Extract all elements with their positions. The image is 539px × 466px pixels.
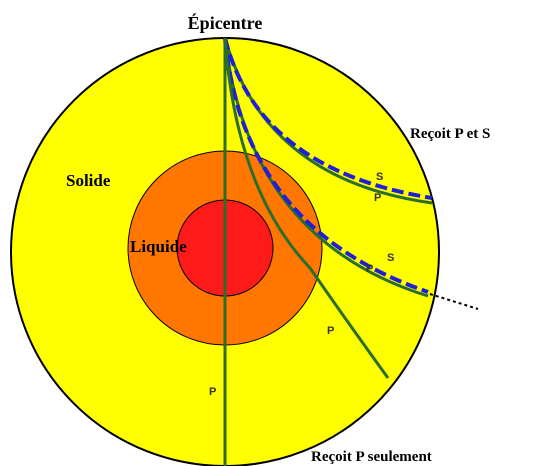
p-wave-ray-lower	[223, 37, 390, 379]
liquid-label: Liquide	[130, 237, 187, 256]
receives-p-only-label: Reçoit P seulement	[311, 449, 432, 465]
wave-letter-p-lower: P	[327, 325, 334, 337]
s-wave-ray-middle	[223, 37, 429, 294]
wave-letter-s-middle: S	[387, 252, 394, 264]
solid-label: Solide	[66, 171, 111, 190]
wave-letter-p-upper: P	[374, 192, 381, 204]
receives-p-and-s-label: Reçoit P et S	[410, 126, 490, 142]
wave-letter-s-upper: S	[376, 171, 383, 183]
epicentre-label: Épicentre	[188, 12, 263, 33]
wave-letter-p-vertical: P	[209, 386, 216, 398]
s-wave-ray-upper	[223, 37, 433, 200]
shadow-boundary-extension	[429, 293, 479, 310]
wave-letter-p-middle: P	[366, 263, 373, 275]
